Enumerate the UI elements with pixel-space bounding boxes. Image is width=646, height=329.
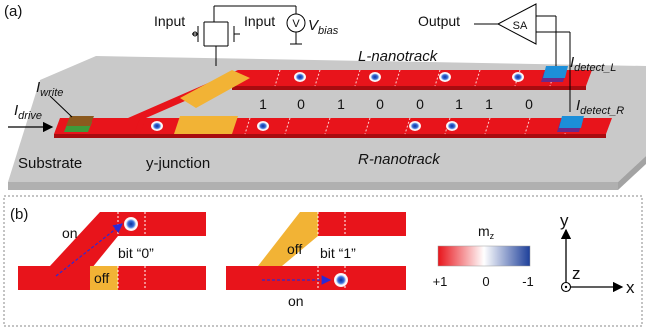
panel-b-tag: (b) <box>10 206 28 223</box>
bit-label: 1 <box>455 96 463 112</box>
write-pad <box>64 116 94 132</box>
i-write-label: Iwrite <box>36 79 63 99</box>
bit-label: 1 <box>337 96 345 112</box>
colorbar-title: mz <box>478 223 495 241</box>
skyrmions-l <box>294 72 524 82</box>
bit-labels: 1 0 1 0 0 1 1 0 <box>259 96 533 112</box>
axis-x-label: x <box>626 278 635 297</box>
voltmeter-label: V <box>292 18 300 30</box>
sense-amplifier-icon <box>496 3 537 45</box>
coordinate-axes <box>560 228 624 293</box>
l-nanotrack-label: L-nanotrack <box>358 48 439 65</box>
axis-y-label: y <box>560 211 569 230</box>
input-right-label: Input <box>244 13 275 29</box>
i-drive-label: Idrive <box>14 102 42 122</box>
gate-lower <box>174 116 238 134</box>
r-nanotrack-label: R-nanotrack <box>358 151 441 168</box>
bit-label: 0 <box>376 96 384 112</box>
i-write-pointer <box>49 95 73 118</box>
sa-wires <box>474 15 571 112</box>
bit1-off-label: off <box>287 241 302 257</box>
bit-label: 1 <box>485 96 493 112</box>
bit-label: 0 <box>297 96 305 112</box>
voltmeter-icon <box>286 13 306 33</box>
junction-bit0 <box>18 212 206 290</box>
output-label: Output <box>418 13 460 29</box>
panel-a-tag: (a) <box>4 3 22 20</box>
mz-colorbar: mz +1 0 -1 <box>433 223 534 289</box>
colorbar-tick: 0 <box>482 274 489 289</box>
gate-upper <box>180 70 250 108</box>
bit1-text: bit “1” <box>320 245 356 261</box>
bit0-on-label: on <box>62 225 78 241</box>
bit1-on-label: on <box>288 293 304 309</box>
transmission-gate <box>192 5 302 66</box>
bit-label: 0 <box>416 96 424 112</box>
skyrmions-r <box>151 121 458 131</box>
input-left-label: Input <box>154 13 185 29</box>
detector-r <box>557 116 584 132</box>
y-junction-label: y-junction <box>146 155 210 172</box>
bit-label: 0 <box>525 96 533 112</box>
vbias-label: Vbias <box>308 17 339 37</box>
i-detect-l-label: Idetect_L <box>570 54 616 74</box>
bit-label: 1 <box>259 96 267 112</box>
colorbar-tick: +1 <box>433 274 448 289</box>
r-nanotrack <box>84 117 612 138</box>
junction-bit1 <box>226 212 406 290</box>
colorbar-tick: -1 <box>522 274 534 289</box>
substrate-label: Substrate <box>18 155 82 172</box>
bit0-text: bit “0” <box>118 245 154 261</box>
bit0-off-label: off <box>94 270 109 286</box>
detector-l <box>541 66 568 82</box>
axis-z-label: z <box>572 264 581 283</box>
i-detect-r-label: Idetect_R <box>576 97 624 117</box>
sense-amplifier-label: SA <box>513 20 528 32</box>
l-nanotrack <box>232 69 592 90</box>
